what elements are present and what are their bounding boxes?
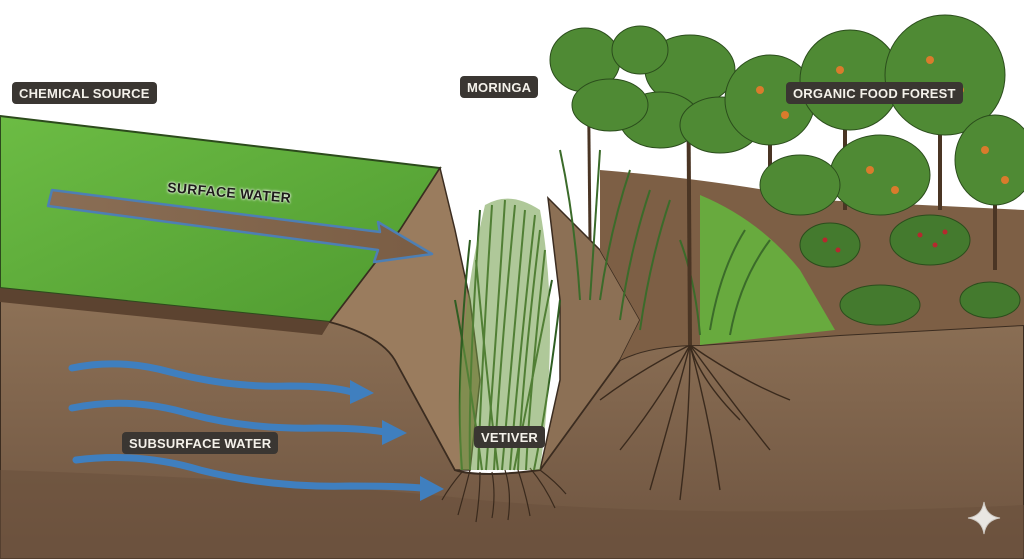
- subsurface-arrow-2: [68, 399, 389, 436]
- food-forest-trees: [724, 14, 1024, 270]
- subsurface-water-label: SUBSURFACE WATER: [122, 432, 279, 454]
- subsurface-water-arrows: [68, 360, 426, 492]
- moringa-label: MORINGA: [460, 76, 539, 98]
- sparkle-icon: [967, 501, 1001, 535]
- moringa-roots: [599, 344, 791, 501]
- organic-food-forest-label: ORGANIC FOOD FOREST: [786, 82, 963, 104]
- berries: [822, 229, 948, 253]
- subsurface-arrow-1: [68, 360, 356, 396]
- chemical-source-label: CHEMICAL SOURCE: [12, 82, 157, 104]
- moringa-trees: [549, 25, 761, 346]
- subsurface-arrowheads: [350, 380, 444, 501]
- vetiver-roots: [441, 467, 567, 523]
- grass-edge-soil: [0, 288, 330, 335]
- food-forest-shrubs: [799, 214, 1021, 326]
- right-bank-grass: [559, 149, 771, 336]
- deep-soil-layer: [0, 470, 1024, 559]
- surface-water-arrow: [46, 188, 434, 264]
- grass-slope-right: [700, 195, 835, 345]
- subsurface-arrow-3: [72, 454, 426, 492]
- vetiver-clump-fill: [459, 198, 550, 471]
- vetiver-label: VETIVER: [474, 426, 546, 448]
